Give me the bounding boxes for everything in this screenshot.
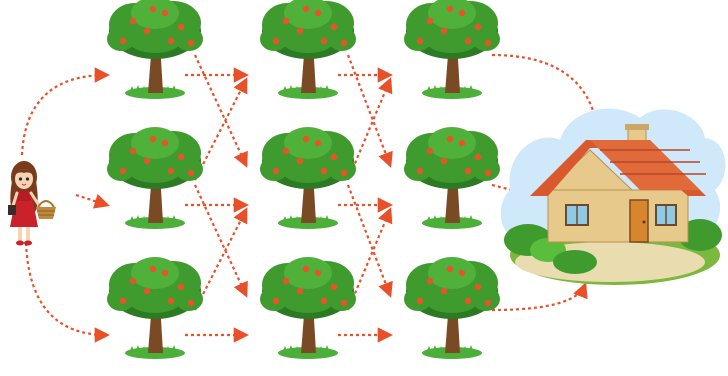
apple-trees bbox=[107, 0, 500, 359]
apple-tree-r1c2-icon bbox=[260, 0, 356, 99]
apple-tree-r1c3-icon bbox=[404, 0, 500, 99]
apple-tree-r2c3-icon bbox=[404, 127, 500, 229]
arrow-t22-to-t33 bbox=[346, 184, 393, 298]
arrow-t21-to-t12 bbox=[194, 77, 248, 181]
apple-tree-r3c3-icon bbox=[404, 257, 500, 359]
arrow-start-to-t11 bbox=[20, 67, 111, 156]
arrow-t32-to-t23 bbox=[346, 207, 393, 311]
arrow-start-to-t31 bbox=[24, 242, 111, 343]
arrow-t22-to-t13 bbox=[346, 77, 393, 181]
apple-tree-r2c2-icon bbox=[260, 127, 356, 229]
girl-with-basket-icon bbox=[8, 161, 56, 246]
house-icon bbox=[500, 108, 726, 285]
arrow-t21-to-t32 bbox=[194, 184, 248, 298]
arrow-t12-to-t23 bbox=[346, 54, 393, 168]
arrow-t31-to-t22 bbox=[194, 207, 248, 311]
apple-tree-r3c1-icon bbox=[107, 257, 203, 359]
arrow-t11-to-t22 bbox=[194, 54, 248, 168]
arrow-t33-to-goal bbox=[491, 282, 588, 312]
apple-tree-r2c1-icon bbox=[107, 127, 203, 229]
apple-tree-r3c2-icon bbox=[260, 257, 356, 359]
apple-tree-r1c1-icon bbox=[107, 0, 203, 99]
arrow-start-to-t21 bbox=[75, 193, 110, 209]
